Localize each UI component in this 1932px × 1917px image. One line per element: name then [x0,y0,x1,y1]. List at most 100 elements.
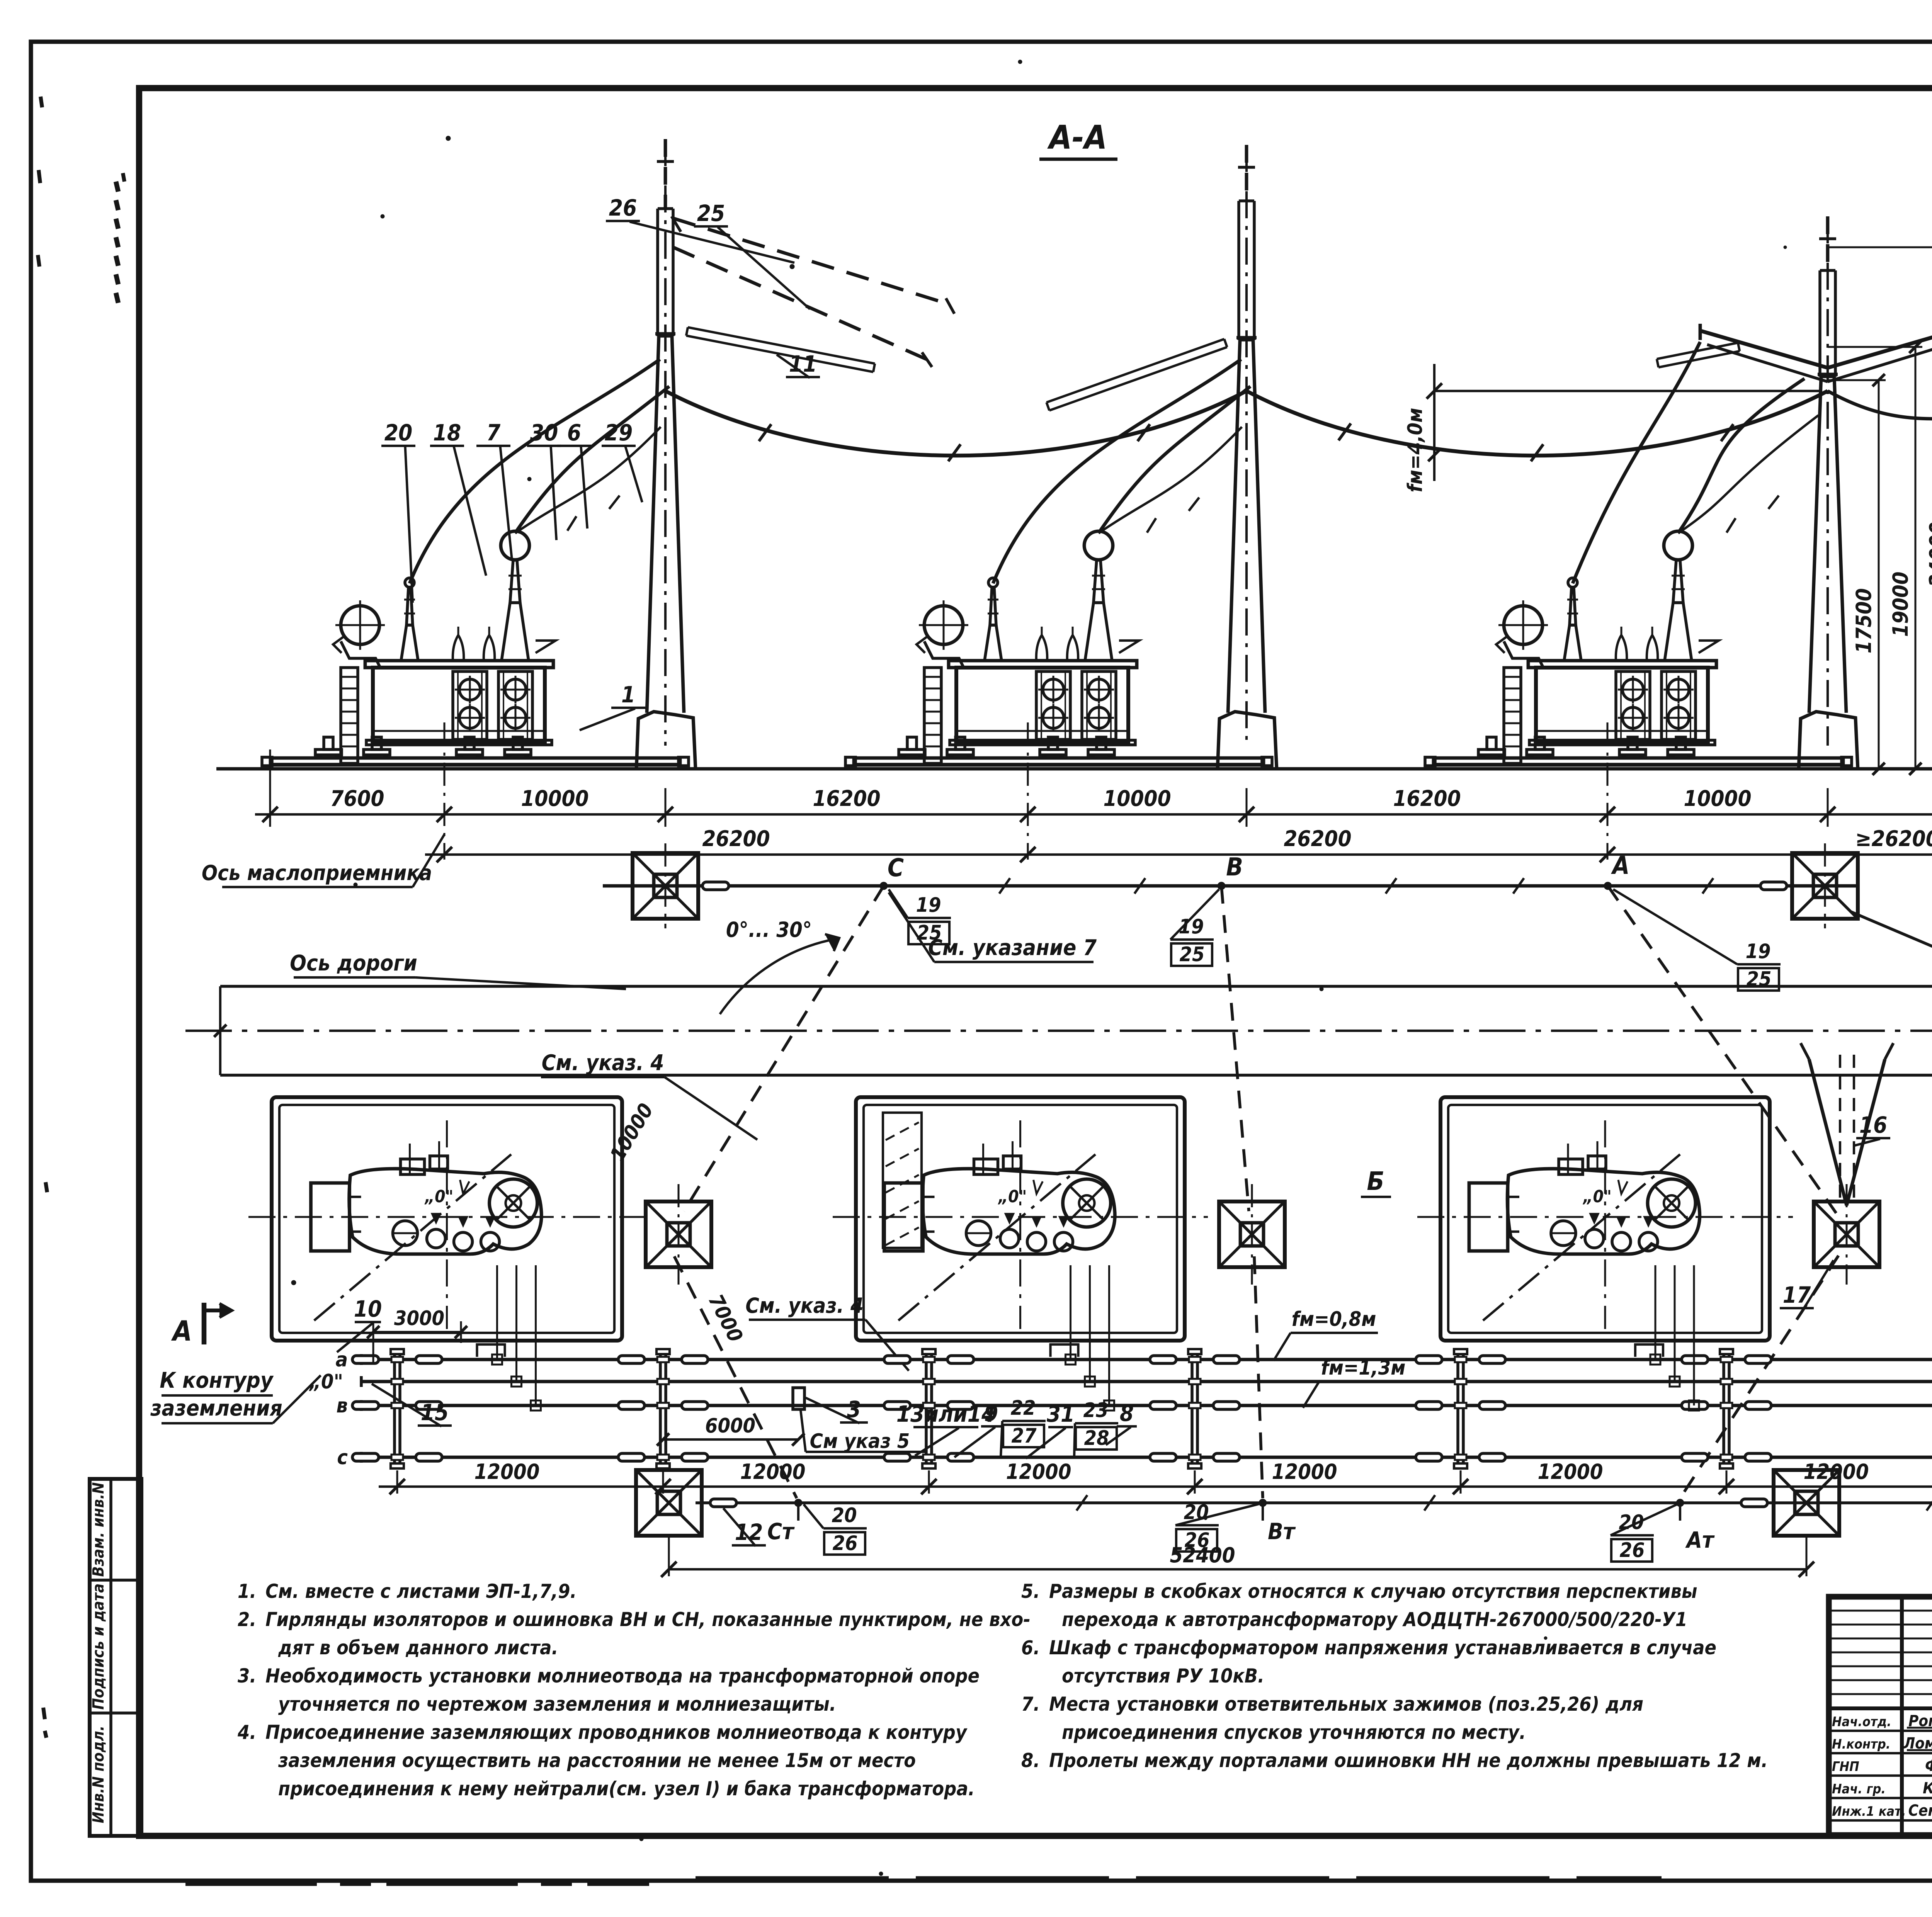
note-line: Места установки ответвительных зажимов (… [1049,1693,1643,1715]
note-line: присоединения к нему нейтрали(см. узел I… [278,1778,975,1800]
bus-insulator [618,1402,645,1409]
plan-sag-0: fм=0,8м [1292,1308,1376,1331]
node-label-b: В [1226,853,1243,882]
note-line: отсутствия РУ 10кВ. [1062,1665,1264,1687]
node-label-ct: Ст [767,1518,795,1545]
bus-insulator [1682,1453,1708,1461]
transformer-elevation-3 [1425,531,1852,766]
elevation-span-dim-3: 10000 [1103,786,1171,811]
transformer-elevation-2 [845,531,1272,766]
see-note-4a-label: См. указ. 4 [542,1050,664,1076]
elevation-bay-dim-2: ≥26200 [1855,826,1932,851]
callout-9: 9 [984,1400,998,1426]
callout-31: 31 [1047,1401,1075,1427]
note-num: 5. [1021,1580,1040,1603]
tb-role: Н.контр. [1832,1737,1890,1752]
bus-insulator [884,1453,910,1461]
bus-insulator [1479,1356,1505,1363]
callout-25-top: 25 [697,200,725,226]
bus-span-dim-0: 12000 [474,1460,539,1484]
note-line: заземления осуществить на расстоянии не … [278,1749,916,1772]
see-note-7-label: См. указание 7 [928,935,1097,960]
note-line: См. вместе с листами ЭП-1,7,9. [265,1580,577,1603]
callout-20: 20 [384,420,413,446]
elevation-bay-dim-0: 26200 [702,826,770,851]
note-line: Пролеты между порталами ошиновки НН не д… [1049,1749,1768,1772]
bus-insulator [682,1356,708,1363]
note-num: 8. [1021,1749,1040,1772]
flag-23-28-top: 23 [1083,1399,1108,1422]
phase-mark-3: „0" [1582,1187,1612,1207]
node-label-c: С [888,854,904,882]
bus-insulator [884,1356,910,1363]
flag-20-26-ct-top: 20 [832,1504,857,1527]
anchor-insulator [710,1499,736,1507]
height-dim-1: 19000 [1888,571,1913,637]
node-label-bt: Вт [1268,1518,1296,1545]
tb-role: ГНП [1832,1759,1859,1774]
callout-29: 29 [605,420,633,446]
road-axis-label: Ось дороги [290,951,417,976]
ground-label-line2: заземления [150,1396,282,1421]
dim-6000: 6000 [705,1414,755,1438]
note-num: 1. [238,1580,256,1603]
bus-insulator [1150,1356,1176,1363]
callout-12: 12 [735,1519,763,1545]
bus-insulator [416,1356,442,1363]
elevation-span-dim-1: 10000 [521,786,588,811]
note-num: 7. [1021,1693,1040,1715]
ground-label-line1: К контуру [160,1368,274,1393]
bus-insulator [416,1453,442,1461]
flag-22-27-bottom: 27 [1011,1424,1037,1448]
side-stamp-label-1: Подпись и дата [90,1584,107,1710]
bus-insulator [1479,1402,1505,1409]
callout-16: 16 [1859,1112,1888,1138]
note-num: 4. [237,1721,256,1744]
node-label-mid: Б [1367,1166,1384,1196]
bus-span-dim-4: 12000 [1537,1460,1603,1484]
anchor-insulator [702,882,729,890]
bus-row-label-2: в [336,1394,348,1417]
bus-insulator [682,1453,708,1461]
callout-10: 10 [354,1296,382,1322]
note-line: Гирлянды изоляторов и ошиновка ВН и СН, … [265,1608,1031,1631]
oil-pan-axis-label: Ось маслоприемника [202,861,432,885]
tb-name: Фомин [1925,1757,1932,1775]
height-dim-2: 24000 [1925,522,1932,587]
tb-role: Инж.1 кат. [1832,1804,1906,1819]
note-line: Размеры в скобках относятся к случаю отс… [1049,1580,1697,1603]
bus-insulator [1213,1402,1240,1409]
bus-insulator [947,1453,974,1461]
flag-19-25-c-top: 19 [916,894,941,917]
note-num: 3. [238,1665,256,1687]
section-marker-left: А [171,1315,192,1347]
callout-13or14: 13или14 [896,1401,996,1427]
bus-insulator [1479,1453,1505,1461]
bus-insulator [1213,1453,1240,1461]
bus-insulator [1416,1356,1442,1363]
note-line: присоединения спусков уточняются по мест… [1062,1721,1526,1744]
flag-23-28-bottom: 28 [1084,1427,1109,1450]
phase-mark-2: „0" [998,1187,1027,1207]
side-stamp-label-0: Взам. инв.N [90,1482,107,1577]
elevation-span-dim-5: 10000 [1684,786,1751,811]
elevation-bay-dim-1: 26200 [1284,826,1351,851]
callout-8: 8 [1120,1400,1134,1426]
callout-7: 7 [486,420,501,446]
anchor-insulator [1760,882,1787,890]
bus-insulator [1745,1356,1771,1363]
elevation-span-dim-4: 16200 [1393,786,1461,811]
bus-span-dim-1: 12000 [740,1460,805,1484]
elevation-view-title: А-А [1047,119,1107,157]
bus-insulator [352,1453,379,1461]
flag-22-27-top: 22 [1010,1397,1036,1420]
flag-19-25-b-bottom: 25 [1179,943,1204,966]
flag-19-25-a-top: 19 [1745,940,1770,963]
dim-3000-1: 3000 [394,1307,444,1330]
bus-insulator [1213,1356,1240,1363]
sag-dimension-label: fм=4,0м [1404,408,1427,493]
note-line: Присоединение заземляющих проводников мо… [265,1721,968,1744]
note-line: дят в объем данного листа. [278,1637,558,1659]
